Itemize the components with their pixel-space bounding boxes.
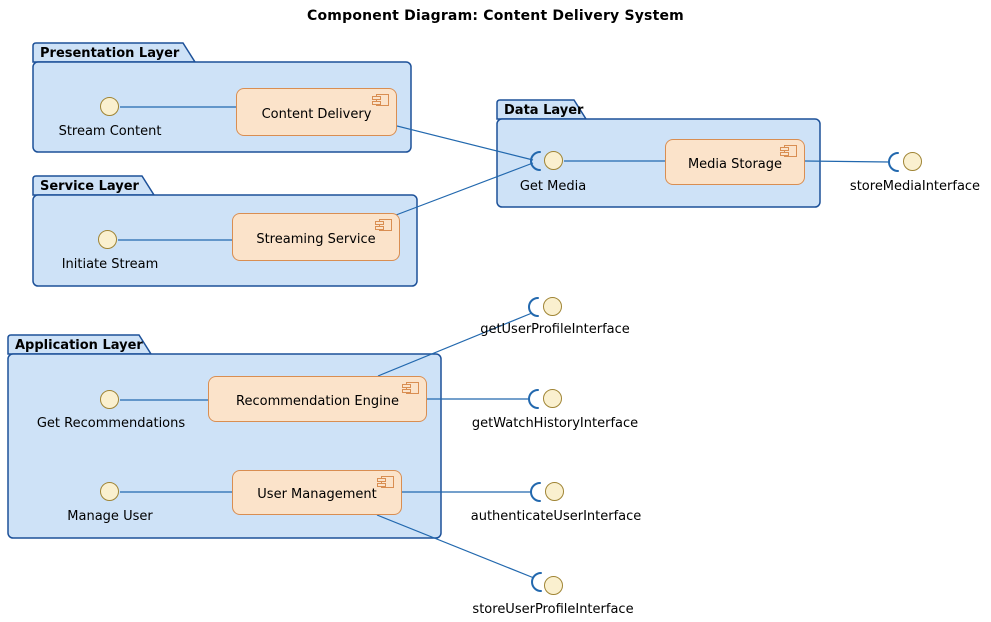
package-presentation-label: Presentation Layer	[40, 46, 180, 61]
store-user-profile-label: storeUserProfileInterface	[472, 602, 634, 617]
connector-user-management-to-store-user-profile	[376, 514, 535, 579]
get-watch-history-label: getWatchHistoryInterface	[471, 416, 639, 431]
get-recommendations-ball-icon	[100, 390, 119, 409]
get-recommendations-label: Get Recommendations	[36, 416, 186, 431]
get-user-profile-ball-icon	[543, 297, 562, 316]
manage-user-label: Manage User	[67, 509, 153, 524]
get-user-profile-label: getUserProfileInterface	[480, 322, 630, 337]
component-icon	[375, 219, 392, 231]
package-application-tab	[7, 334, 153, 355]
get-watch-history-socket-icon	[528, 389, 539, 409]
get-media-socket-icon	[530, 151, 541, 171]
component-user-management-label: User Management	[257, 487, 377, 502]
component-media-storage-label: Media Storage	[687, 156, 783, 172]
connector-streaming-service-to-get-media	[395, 162, 534, 216]
diagram-title: Component Diagram: Content Delivery Syst…	[307, 8, 684, 24]
package-data-label: Data Layer	[504, 103, 584, 118]
component-user-management: User Management	[232, 470, 402, 515]
component-icon	[402, 382, 419, 394]
component-content-delivery: Content Delivery	[236, 88, 397, 136]
authenticate-user-label: authenticateUserInterface	[470, 509, 642, 524]
component-media-storage: Media Storage	[665, 139, 805, 185]
get-media-ball-icon	[544, 151, 563, 170]
store-media-label: storeMediaInterface	[849, 179, 981, 194]
store-media-ball-icon	[903, 152, 922, 171]
store-user-profile-ball-icon	[544, 576, 563, 595]
component-recommendation-engine: Recommendation Engine	[208, 376, 427, 422]
component-content-delivery-label: Content Delivery	[261, 106, 372, 122]
connector-recommendation-engine-to-get-user-profile	[377, 312, 533, 377]
component-streaming-service: Streaming Service	[232, 213, 400, 261]
connector-content-delivery-to-get-media	[396, 125, 534, 161]
authenticate-user-ball-icon	[545, 482, 564, 501]
package-data-tab	[496, 99, 588, 120]
package-presentation-tab	[32, 42, 197, 63]
component-icon	[372, 94, 389, 106]
component-streaming-service-label: Streaming Service	[256, 231, 376, 247]
package-application-label: Application Layer	[15, 338, 143, 353]
package-service-tab	[32, 175, 156, 196]
store-user-profile-socket-icon	[531, 572, 542, 592]
component-icon	[377, 476, 394, 488]
manage-user-ball-icon	[100, 482, 119, 501]
store-media-socket-icon	[888, 152, 899, 172]
initiate-stream-label: Initiate Stream	[61, 257, 159, 272]
component-icon	[780, 145, 797, 157]
connector-media-storage-to-store-media	[804, 160, 890, 163]
stream-content-ball-icon	[100, 97, 119, 116]
initiate-stream-ball-icon	[98, 230, 117, 249]
get-watch-history-ball-icon	[543, 389, 562, 408]
stream-content-label: Stream Content	[58, 124, 162, 139]
package-service-label: Service Layer	[40, 179, 139, 194]
get-user-profile-socket-icon	[528, 297, 539, 317]
authenticate-user-socket-icon	[530, 482, 541, 502]
get-media-label: Get Media	[519, 179, 587, 194]
component-recommendation-engine-label: Recommendation Engine	[236, 393, 399, 409]
